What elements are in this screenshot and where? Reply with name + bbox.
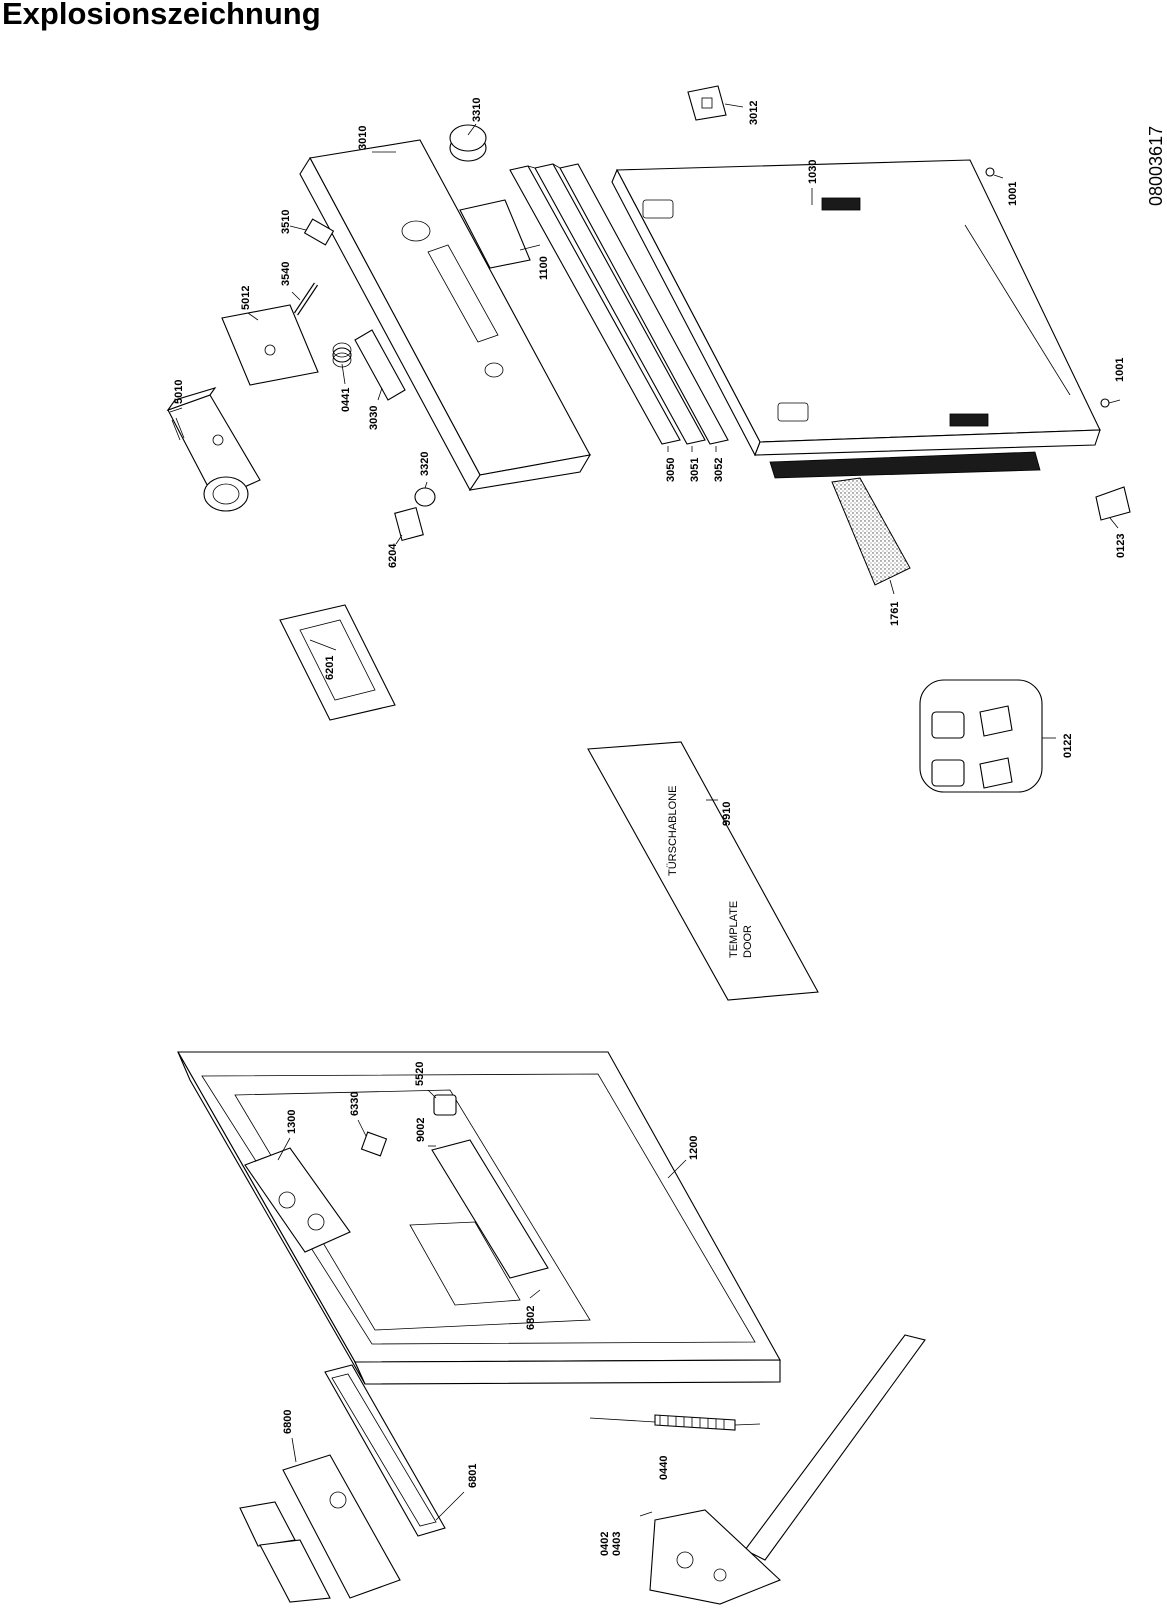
small-connector-part [360, 1131, 388, 1157]
part-label-3310: 3310 [471, 98, 483, 122]
part-label-0403: 0403 [611, 1532, 623, 1556]
pin-part [293, 282, 319, 316]
catch-part [433, 1094, 457, 1116]
document-number: 08003617 [1146, 126, 1166, 206]
page-title: Explosionszeichnung [2, 0, 321, 31]
door-spring-part [589, 1414, 761, 1431]
part-label-0123: 0123 [1115, 534, 1127, 558]
part-label-1100: 1100 [538, 256, 550, 280]
part-label-5012: 5012 [240, 286, 252, 310]
hinge-kit-part [919, 679, 1043, 793]
template-label-en-2: DOOR [742, 925, 754, 958]
screw-part-a [985, 167, 995, 177]
program-unit-part [166, 387, 261, 512]
part-label-5520: 5520 [414, 1062, 426, 1086]
part-label-0441: 0441 [340, 388, 352, 412]
top-bracket-part [687, 85, 727, 121]
part-label-6330: 6330 [349, 1092, 361, 1116]
part-label-6204: 6204 [387, 543, 399, 568]
part-label-0402: 0402 [599, 1532, 611, 1556]
side-strips-part [509, 163, 729, 445]
template-label-de: TÜRSCHABLONE [667, 786, 679, 876]
door-template-part: TÜRSCHABLONE TEMPLATE DOOR [587, 741, 819, 1001]
part-label-5010: 5010 [173, 380, 185, 404]
hinge-plate-part [1095, 486, 1131, 521]
part-labels: 3310 3010 3510 3540 5012 5010 0441 3030 … [173, 98, 1127, 1556]
lever-part [354, 329, 406, 401]
outer-door-panel-part [611, 159, 1101, 457]
template-label-en-1: TEMPLATE [728, 901, 740, 958]
part-label-6201: 6201 [324, 656, 336, 680]
lock-gasket-part [324, 1364, 446, 1537]
part-label-6801: 6801 [467, 1464, 479, 1488]
button-part [394, 487, 436, 542]
lock-part [239, 1454, 401, 1603]
part-label-3012: 3012 [748, 101, 760, 125]
leader-lines [169, 103, 1121, 1521]
switch-small-part [303, 218, 335, 246]
part-label-3510: 3510 [280, 210, 292, 234]
part-label-3540: 3540 [280, 262, 292, 286]
insulation-part [831, 477, 911, 586]
screw-part-b [1100, 398, 1110, 408]
part-label-3030: 3030 [368, 406, 380, 430]
part-label-3051: 3051 [689, 458, 701, 482]
part-label-3010: 3010 [357, 126, 369, 150]
inner-door-part [177, 1051, 781, 1385]
part-label-6802: 6802 [525, 1306, 537, 1330]
control-panel-part [299, 139, 592, 492]
part-label-1300: 1300 [286, 1110, 298, 1134]
part-label-3052: 3052 [713, 458, 725, 482]
part-label-6800: 6800 [282, 1410, 294, 1434]
part-label-9002: 9002 [415, 1118, 427, 1142]
seal-strip-part [769, 451, 1041, 479]
part-label-0122: 0122 [1062, 734, 1074, 758]
hinge-arm-part [649, 1334, 926, 1605]
knob-part [449, 124, 487, 162]
part-label-0440: 0440 [658, 1456, 670, 1480]
dispenser-inner-part [244, 1147, 351, 1253]
part-label-3050: 3050 [665, 458, 677, 482]
part-label-1001-top: 1001 [1007, 182, 1019, 206]
spring-small-part [332, 342, 352, 368]
part-label-1030: 1030 [807, 160, 819, 184]
part-label-1200: 1200 [688, 1136, 700, 1160]
part-label-3320: 3320 [419, 452, 431, 476]
bracket-plate-part [221, 304, 319, 386]
dispenser-part [279, 604, 396, 721]
part-label-1001-bottom: 1001 [1114, 358, 1126, 382]
part-label-9910: 9910 [721, 802, 733, 826]
part-label-1761: 1761 [889, 602, 901, 626]
